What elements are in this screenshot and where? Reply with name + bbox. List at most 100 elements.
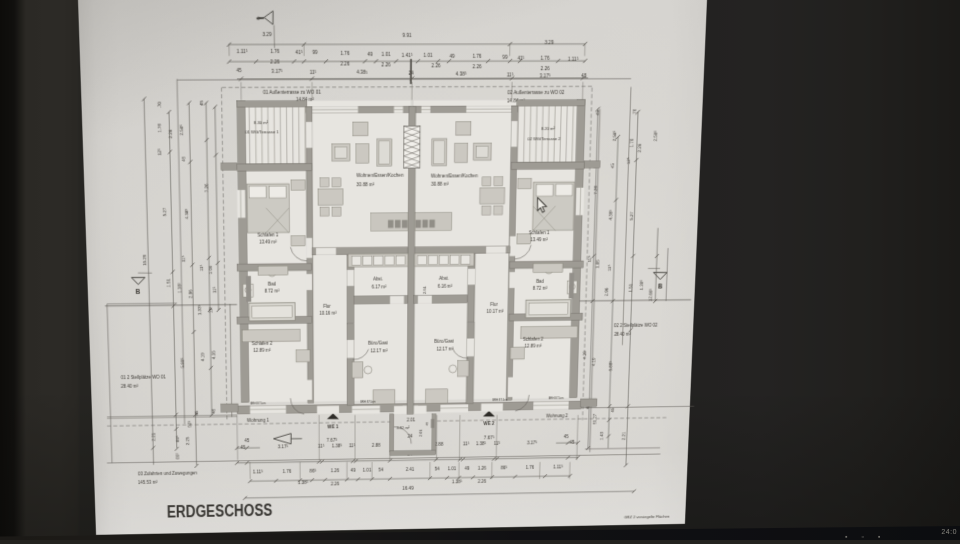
- svg-text:1.76: 1.76: [283, 469, 292, 475]
- svg-text:525: 525: [187, 421, 193, 428]
- svg-text:28.40 m²: 28.40 m²: [614, 332, 631, 338]
- svg-text:115: 115: [463, 442, 469, 447]
- svg-text:45: 45: [595, 110, 601, 115]
- svg-text:4.385: 4.385: [184, 209, 190, 220]
- svg-text:1.76: 1.76: [526, 465, 535, 470]
- svg-text:1.06: 1.06: [208, 265, 214, 274]
- svg-text:145.53 m²: 145.53 m²: [138, 480, 158, 486]
- svg-text:1.01: 1.01: [423, 53, 432, 59]
- svg-text:45: 45: [199, 100, 205, 106]
- svg-text:13.49 m²: 13.49 m²: [530, 238, 548, 244]
- svg-text:BRH 87.5cm: BRH 87.5cm: [250, 401, 266, 405]
- svg-text:54: 54: [379, 468, 384, 473]
- svg-text:ERDGESCHOSS: ERDGESCHOSS: [167, 501, 273, 522]
- svg-text:2.26: 2.26: [168, 129, 174, 138]
- svg-text:Schlafen 2: Schlafen 2: [252, 341, 273, 347]
- svg-text:49: 49: [449, 54, 454, 60]
- svg-text:30.88 m²: 30.88 m²: [357, 182, 375, 188]
- svg-text:45: 45: [241, 445, 246, 450]
- svg-text:46: 46: [425, 422, 429, 426]
- svg-text:02 WG/Terrasse 2: 02 WG/Terrasse 2: [528, 136, 562, 141]
- svg-text:12.89 m²: 12.89 m²: [253, 348, 271, 354]
- svg-text:45: 45: [194, 410, 200, 415]
- svg-text:865: 865: [501, 466, 508, 471]
- svg-text:2.21: 2.21: [621, 432, 627, 441]
- svg-text:1.415: 1.415: [402, 53, 413, 59]
- svg-text:8.72 m²: 8.72 m²: [533, 286, 548, 292]
- svg-text:99: 99: [312, 51, 318, 57]
- svg-text:115: 115: [208, 307, 214, 314]
- svg-text:54: 54: [435, 467, 440, 472]
- svg-text:1.26: 1.26: [331, 468, 340, 474]
- svg-text:15.25: 15.25: [142, 254, 148, 266]
- svg-text:2.51: 2.51: [422, 286, 427, 294]
- svg-text:Wohnung 2: Wohnung 2: [546, 414, 568, 420]
- svg-text:12.89 m²: 12.89 m²: [525, 344, 542, 350]
- svg-text:8.20 m²: 8.20 m²: [541, 126, 555, 131]
- svg-text:1.115: 1.115: [237, 49, 248, 55]
- svg-text:BRH 87.5cm: BRH 87.5cm: [492, 398, 508, 402]
- svg-text:3.175: 3.175: [527, 441, 537, 447]
- svg-text:45: 45: [211, 408, 217, 413]
- svg-text:45: 45: [564, 434, 569, 439]
- svg-text:2.585: 2.585: [653, 131, 659, 142]
- svg-text:10.16 m²: 10.16 m²: [319, 311, 337, 317]
- svg-text:WE 1: WE 1: [328, 424, 339, 430]
- svg-text:865: 865: [175, 436, 181, 443]
- svg-text:Schlafen 2: Schlafen 2: [523, 337, 544, 343]
- svg-text:13.49 m²: 13.49 m²: [259, 240, 277, 246]
- svg-text:1.115: 1.115: [253, 470, 263, 476]
- svg-text:1.385: 1.385: [332, 444, 342, 450]
- svg-text:9.91: 9.91: [403, 33, 412, 39]
- svg-text:115: 115: [349, 443, 355, 448]
- svg-text:2.26: 2.26: [431, 64, 440, 70]
- svg-text:Wohnen/Essen/Kochen: Wohnen/Essen/Kochen: [431, 173, 478, 179]
- svg-text:1.76: 1.76: [540, 56, 549, 62]
- svg-text:2.26: 2.26: [478, 479, 487, 484]
- svg-text:2.88: 2.88: [435, 442, 444, 448]
- svg-text:2.96: 2.96: [188, 289, 194, 298]
- svg-text:7.675: 7.675: [484, 435, 495, 441]
- svg-text:16.49: 16.49: [402, 486, 413, 492]
- svg-text:Wohnung 1: Wohnung 1: [247, 418, 269, 424]
- svg-text:5.27: 5.27: [162, 207, 168, 216]
- svg-text:51.27: 51.27: [592, 413, 598, 424]
- svg-text:BRH 87.5cm: BRH 87.5cm: [548, 396, 564, 400]
- svg-text:4.385: 4.385: [456, 72, 467, 78]
- svg-text:1.76: 1.76: [157, 123, 163, 132]
- svg-text:45: 45: [245, 439, 250, 444]
- svg-text:2.585: 2.585: [179, 124, 185, 135]
- svg-text:1.26: 1.26: [478, 466, 487, 471]
- svg-text:115: 115: [494, 441, 500, 446]
- svg-text:2.01: 2.01: [418, 429, 423, 437]
- svg-text:415: 415: [295, 50, 302, 56]
- svg-text:12.17 m²: 12.17 m²: [370, 349, 387, 355]
- svg-text:28.40 m²: 28.40 m²: [121, 384, 139, 390]
- svg-text:3.175: 3.175: [271, 69, 282, 75]
- svg-text:Schlafen 1: Schlafen 1: [529, 231, 550, 237]
- svg-text:1.05: 1.05: [595, 259, 601, 268]
- svg-text:45: 45: [570, 440, 575, 445]
- svg-text:2.26: 2.26: [381, 62, 390, 68]
- svg-text:1.115: 1.115: [568, 57, 579, 63]
- svg-text:2.26: 2.26: [637, 143, 643, 152]
- svg-text:6.17 m²: 6.17 m²: [372, 285, 387, 291]
- svg-text:Schlafen 1: Schlafen 1: [257, 233, 278, 239]
- svg-text:1.385: 1.385: [298, 481, 308, 487]
- svg-text:Büro/Gast: Büro/Gast: [434, 339, 454, 345]
- svg-text:3.29: 3.29: [262, 32, 272, 38]
- svg-text:2.41: 2.41: [406, 467, 415, 472]
- svg-text:8.72 m²: 8.72 m²: [264, 289, 279, 295]
- svg-text:2.88: 2.88: [372, 443, 381, 449]
- svg-text:2.21: 2.21: [151, 432, 157, 441]
- svg-text:1.01: 1.01: [381, 52, 390, 58]
- svg-text:49: 49: [465, 466, 470, 471]
- svg-text:115: 115: [318, 444, 324, 449]
- svg-text:4.19: 4.19: [200, 352, 206, 361]
- svg-text:1.51: 1.51: [166, 278, 172, 287]
- svg-text:2.96: 2.96: [604, 287, 610, 296]
- svg-text:415: 415: [517, 56, 524, 62]
- svg-text:7.26: 7.26: [204, 183, 210, 192]
- svg-text:Wohnen/Essen/Kochen: Wohnen/Essen/Kochen: [357, 173, 404, 179]
- svg-text:4.385: 4.385: [608, 210, 614, 221]
